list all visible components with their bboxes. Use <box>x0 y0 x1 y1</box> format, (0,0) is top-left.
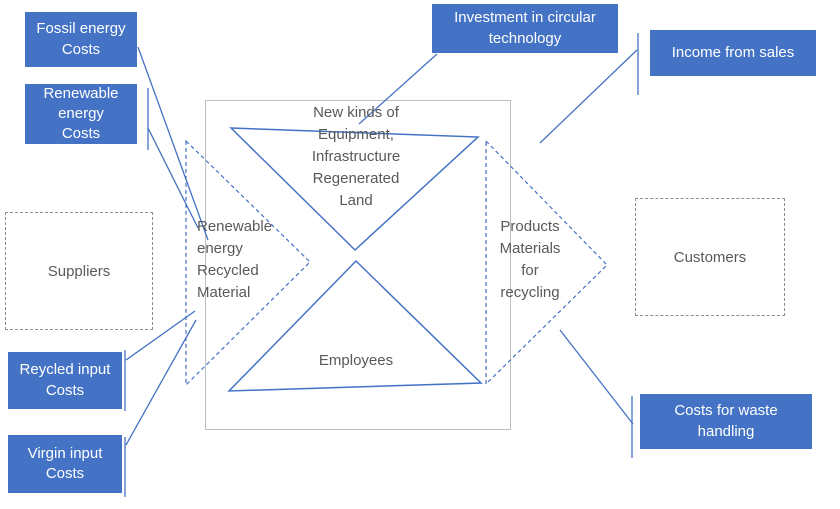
entity-customers: Customers <box>635 198 785 316</box>
company-boundary-square <box>205 100 511 430</box>
top-triangle-shape <box>229 127 480 252</box>
text-renewable-recycled-material: Renewable energy Recycled Material <box>197 218 273 301</box>
text-products-materials-recycling: Products Materials for recycling <box>499 218 561 301</box>
label-renewable-energy-costs: Renewable energy Costs <box>25 84 137 144</box>
label-fossil-energy-costs: Fossil energy Costs <box>25 12 137 67</box>
input-flow-dashed-triangle <box>185 139 311 387</box>
label-recycled-input-costs: Reycled input Costs <box>8 352 122 409</box>
label-income-from-sales: Income from sales <box>650 30 816 76</box>
text-employees: Employees <box>318 352 394 369</box>
entity-suppliers: Suppliers <box>5 212 153 330</box>
bottom-triangle-shape <box>227 259 483 392</box>
connector-income <box>539 49 638 144</box>
output-flow-dashed-triangle <box>485 139 608 386</box>
connector-recycled-input <box>125 310 196 361</box>
connector-fossil-costs <box>137 46 209 241</box>
connector-investment <box>358 53 438 125</box>
connector-waste <box>559 329 634 425</box>
label-investment-circular-technology: Investment in circular technology <box>432 4 618 53</box>
label-virgin-input-costs: Virgin input Costs <box>8 435 122 493</box>
text-new-kinds-of-equipment: New kinds of Equipment, Infrastructure R… <box>311 104 401 209</box>
connector-renewable-costs <box>147 127 199 229</box>
connector-virgin-input <box>125 319 197 446</box>
label-costs-waste-handling: Costs for waste handling <box>640 394 812 449</box>
